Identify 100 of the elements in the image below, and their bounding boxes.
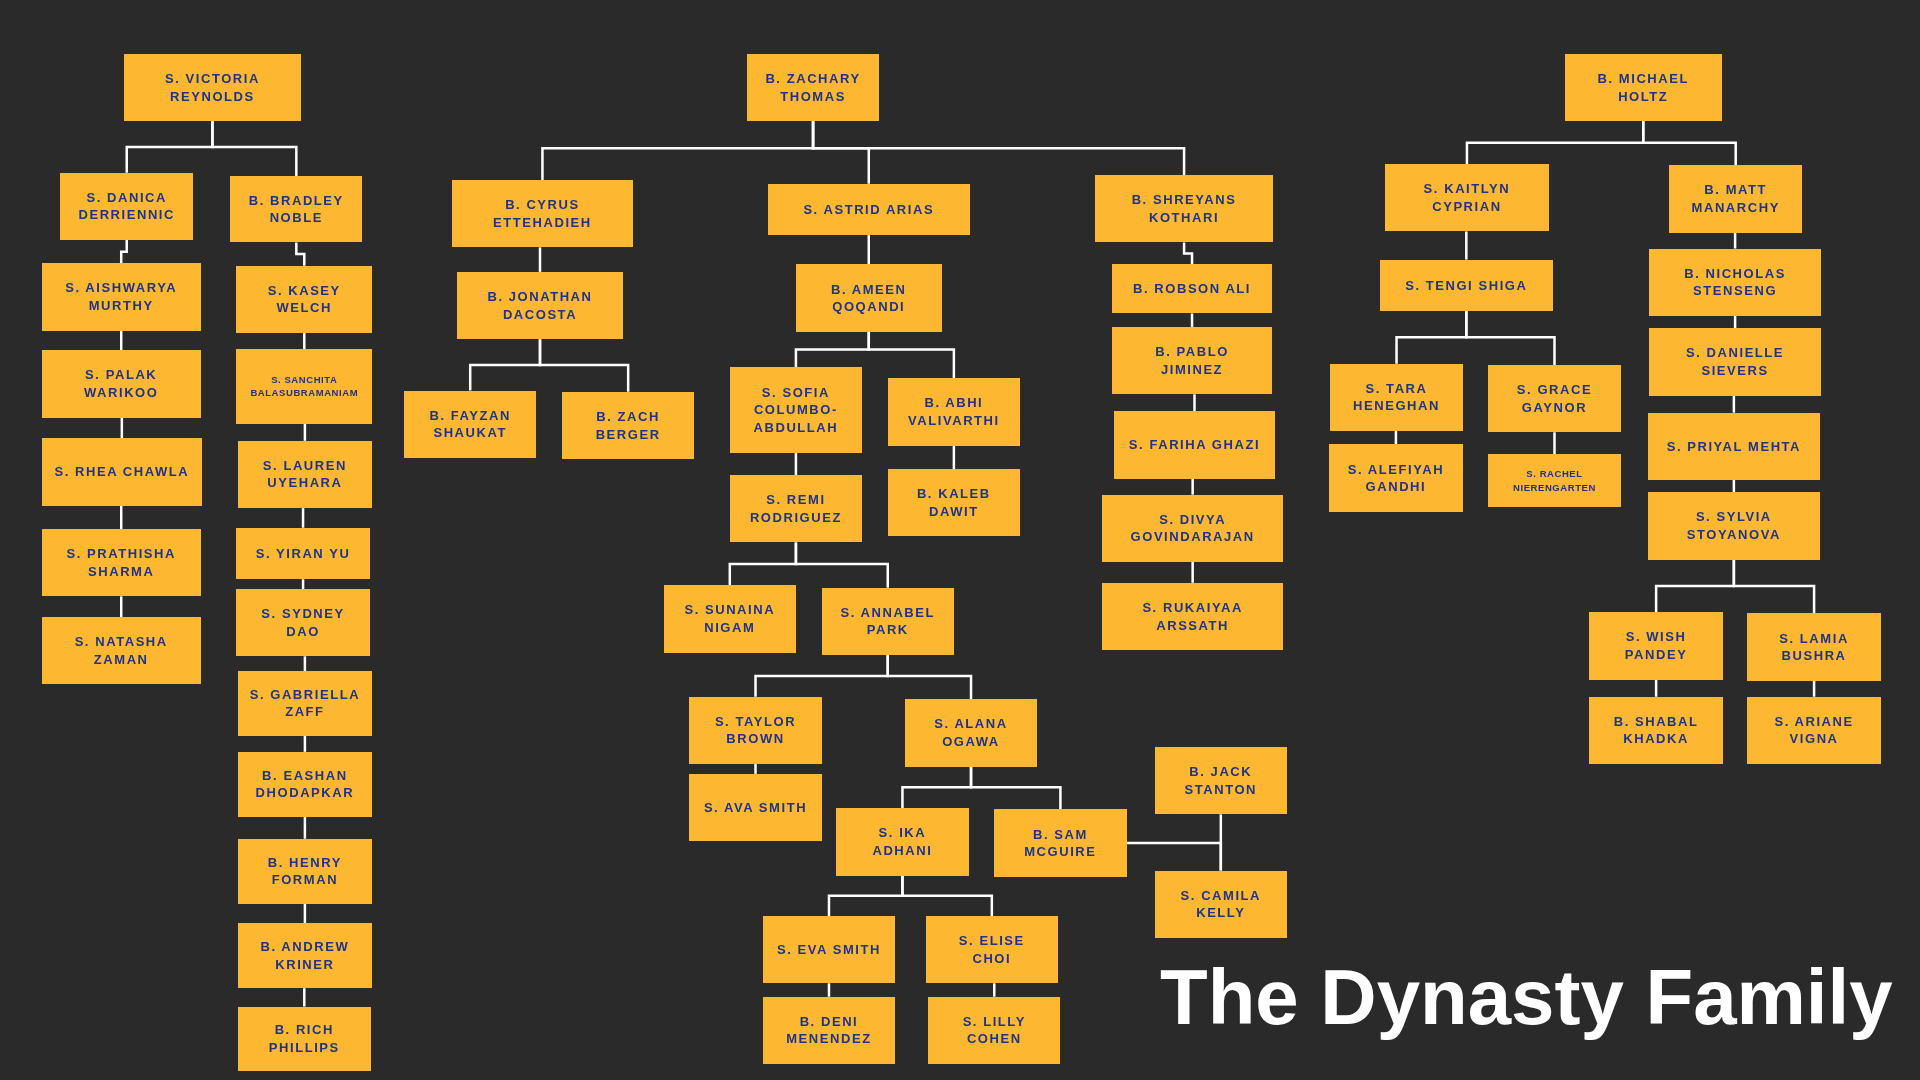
name-box [1589, 696, 1723, 765]
person-name: B. SHREYANS KOTHARI [1130, 191, 1238, 227]
connector-line [303, 816, 307, 839]
name-box [689, 696, 822, 765]
connector-line [993, 983, 996, 997]
name-box [1648, 492, 1820, 560]
person-name: S. VICTORIA REYNOLDS [163, 70, 261, 106]
person-name: S. WISH PANDEY [1623, 628, 1689, 664]
connector-line [303, 988, 306, 1007]
person-name: S. ANNABEL PARK [839, 603, 937, 639]
name-box [41, 617, 201, 685]
name-box [41, 263, 201, 331]
name-box [1564, 53, 1722, 122]
person-name: S. ELISE CHOI [957, 932, 1026, 968]
connector-line [538, 247, 542, 272]
person-name: B. SAM MCGUIRE [1023, 825, 1098, 861]
connector-line [867, 331, 956, 379]
person-name: S. YIRAN YU [255, 544, 351, 563]
name-box [887, 468, 1020, 537]
person-name: B. KALEB DAWIT [915, 485, 992, 521]
name-box [1384, 164, 1549, 232]
name-box [41, 350, 201, 418]
connector-line [119, 596, 123, 618]
name-box [237, 923, 373, 989]
person-name: S. LILLY COHEN [961, 1012, 1027, 1048]
connector-line [886, 655, 973, 700]
person-name: B. AMEEN QOQANDI [829, 280, 908, 316]
person-name: S. SUNAINA NIGAM [683, 601, 777, 637]
person-name: B. MATT MANARCHY [1690, 181, 1781, 217]
person-name: B. CYRUS ETTEHADIEH [492, 196, 593, 232]
name-box [925, 915, 1058, 984]
name-box [1094, 175, 1274, 243]
person-name: B. PABLO JIMINEZ [1154, 343, 1230, 379]
person-name: S. TENGI SHIGA [1405, 276, 1528, 295]
connector-line [119, 330, 123, 351]
person-name: S. IKA ADHANI [871, 824, 934, 860]
name-box [404, 390, 537, 458]
person-name: S. ALEFIYAH GANDHI [1346, 460, 1446, 496]
name-box [1329, 363, 1464, 431]
person-name: S. LAUREN UYEHARA [261, 456, 348, 493]
person-name: S. PRIYAL MEHTA [1666, 437, 1802, 456]
name-box [1154, 870, 1287, 938]
name-box [1102, 494, 1284, 563]
name-box [1648, 412, 1820, 480]
name-box [236, 527, 370, 580]
person-name: S. SYDNEY DAO [260, 605, 346, 641]
name-box [729, 367, 862, 454]
person-name: S. GRACE GAYNOR [1515, 381, 1594, 417]
name-box [41, 528, 201, 597]
connector-line [754, 764, 757, 774]
name-box [767, 183, 970, 236]
connector-line [952, 445, 956, 469]
person-name: B. EASHAN DHODAPKAR [254, 766, 356, 802]
name-box [230, 176, 363, 243]
connector-line [1182, 242, 1194, 265]
person-name: B. ROBSON ALI [1133, 280, 1252, 298]
name-box [1649, 248, 1821, 316]
name-box [689, 773, 822, 842]
person-name: B. SHABAL KHADKA [1612, 712, 1700, 748]
name-box [237, 751, 373, 817]
name-box [1589, 612, 1723, 680]
connector-line [811, 121, 1186, 176]
person-name: B. BRADLEY NOBLE [247, 191, 345, 227]
name-box [1154, 746, 1287, 815]
connector-line [867, 235, 871, 265]
name-box [1649, 328, 1821, 396]
name-box [1487, 364, 1622, 433]
person-name: S. ALANA OGAWA [933, 715, 1009, 751]
name-box [451, 180, 634, 248]
person-name: S. KAITLYN CYPRIAN [1422, 180, 1512, 216]
person-name: B. FAYZAN SHAUKAT [428, 406, 512, 442]
person-name: B. JACK STANTON [1183, 763, 1259, 799]
name-box [1102, 582, 1284, 651]
name-box [1328, 444, 1464, 512]
person-name: S. PALAK WARIKOO [82, 366, 160, 402]
connector-line [119, 505, 123, 529]
person-name: S. KASEY WELCH [266, 281, 342, 317]
name-box [1380, 259, 1553, 311]
person-name: B. MICHAEL HOLTZ [1596, 70, 1690, 106]
name-box [887, 378, 1020, 446]
person-name: S. TAYLOR BROWN [713, 712, 798, 748]
name-box [729, 475, 862, 543]
person-name: S. DANICA DERRIENNIC [77, 188, 176, 224]
person-name: S. PRATHISHA SHARMA [65, 545, 177, 581]
name-box [237, 440, 373, 509]
person-name: S. ASTRID ARIAS [803, 200, 935, 219]
connector-line [295, 242, 306, 266]
name-box [41, 438, 203, 506]
name-box [1111, 326, 1273, 395]
connector-line [1732, 559, 1816, 614]
connector-line [120, 417, 124, 439]
person-name: B. JONATHAN DACOSTA [486, 287, 594, 324]
name-box [1114, 411, 1275, 479]
name-box [663, 585, 796, 653]
person-name: B. ZACHARY THOMAS [764, 70, 862, 106]
connector-line [211, 121, 298, 177]
person-name: S. GABRIELLA ZAFF [249, 685, 361, 721]
connector-line [1553, 432, 1556, 455]
person-name: B. HENRY FORMAN [266, 853, 343, 889]
connector-line [794, 453, 798, 476]
